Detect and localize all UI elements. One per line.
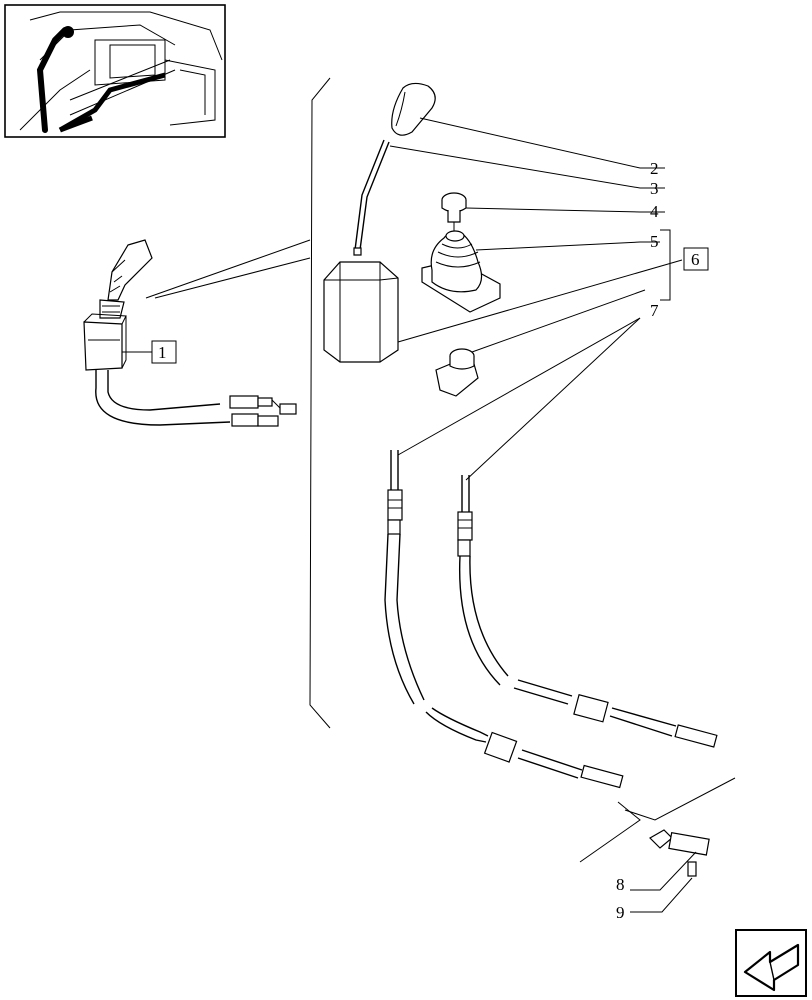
callout-9: 9: [616, 903, 625, 922]
control-cable-left: [384, 450, 624, 789]
sleeve: [323, 261, 399, 363]
callout-box-6: [683, 247, 709, 271]
clevis: [649, 829, 710, 877]
small-knob: [441, 192, 467, 232]
callout-1: 1: [158, 343, 167, 362]
callout-box-1: [151, 340, 177, 364]
leader-lines: [389, 117, 697, 913]
callout-7: 7: [650, 301, 659, 320]
callout-3: 3: [650, 179, 659, 198]
callout-5: 5: [650, 232, 659, 251]
callout-8: 8: [616, 875, 625, 894]
callout-2: 2: [650, 159, 659, 178]
callout-6: 6: [691, 250, 700, 269]
joystick-assembly: [83, 239, 297, 427]
lever-knob: [353, 82, 436, 256]
rubber-boot: [421, 230, 501, 313]
control-cable-right: [457, 475, 718, 748]
tractor-cab-inset-icon: [4, 4, 226, 138]
divider-lines: [145, 77, 736, 863]
bracket: [435, 348, 479, 397]
callout-4: 4: [650, 202, 659, 221]
back-arrow-icon[interactable]: [735, 929, 807, 997]
